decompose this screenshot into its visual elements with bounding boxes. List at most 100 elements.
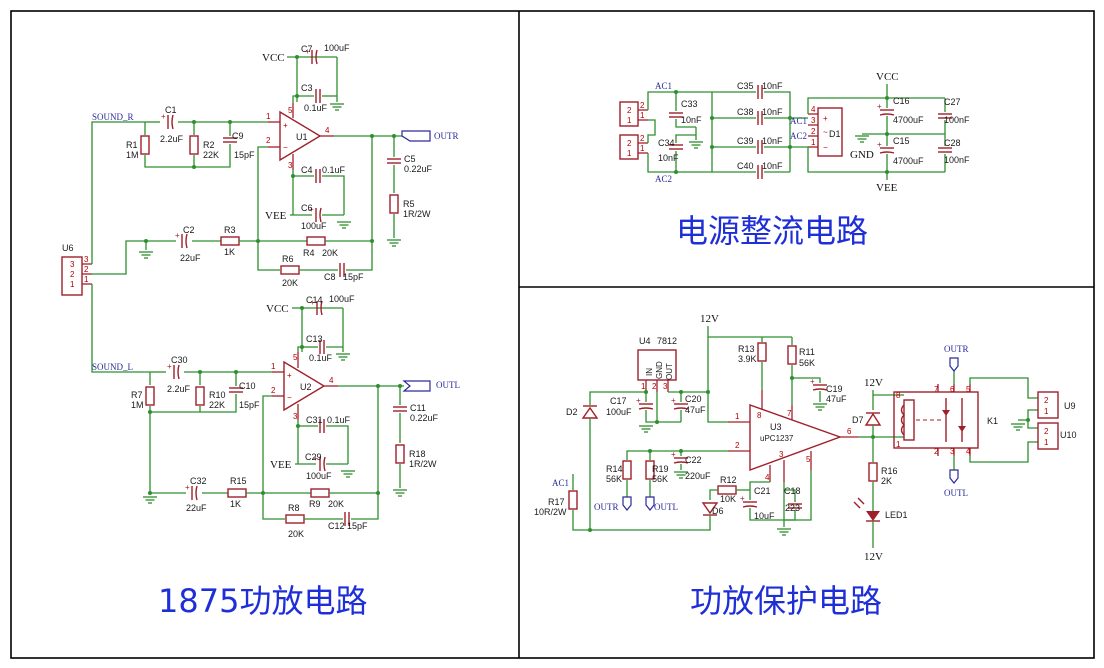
svg-text:1: 1	[641, 382, 646, 391]
svg-text:5: 5	[293, 353, 298, 362]
net-ac1-protect: AC1	[552, 478, 569, 488]
value-c21: 10uF	[754, 511, 775, 521]
opamp-u2: + − 1 2 4 5 3 U2	[271, 352, 338, 421]
label-r10: R10	[209, 390, 226, 400]
amp-panel: 3 2 1 3 2 1 U6 SOUND_R SOUND_L C1 2.2uF …	[61, 43, 460, 620]
svg-text:2: 2	[640, 134, 645, 143]
value-c6: 100uF	[301, 221, 327, 231]
label-r7: R7	[131, 390, 143, 400]
value-r9: 20K	[328, 499, 344, 509]
label-d2: D2	[566, 407, 578, 417]
value-c32: 22uF	[186, 503, 207, 513]
svg-text:2: 2	[652, 382, 657, 391]
svg-text:1: 1	[627, 149, 632, 158]
value-r12: 10K	[720, 494, 736, 504]
net-ac2-left: AC2	[655, 174, 672, 184]
svg-text:3: 3	[293, 412, 298, 421]
svg-text:2: 2	[627, 139, 632, 148]
protect-panel-title: 功放保护电路	[690, 582, 882, 620]
label-c30: C30	[171, 355, 188, 365]
svg-text:1: 1	[1044, 438, 1049, 447]
value-r7: 1M	[131, 400, 144, 410]
net-ac1-bridge: AC1	[790, 116, 807, 126]
connector-u6: 3 2 1 3 2 1 U6	[61, 243, 92, 296]
svg-text:+: +	[287, 371, 292, 380]
label-r11: R11	[799, 347, 815, 357]
label-r12: R12	[720, 475, 737, 485]
net-outl-relay: OUTL	[944, 488, 968, 498]
svg-text:3: 3	[811, 116, 816, 125]
value-c11: 0.22uF	[410, 413, 439, 423]
value-r14: 56K	[606, 474, 622, 484]
net-12v-bottom: 12V	[864, 551, 883, 563]
value-c30: 2.2uF	[167, 384, 191, 394]
net-outl-protect: OUTL	[654, 502, 678, 512]
svg-text:5: 5	[288, 106, 293, 115]
net-sound-l: SOUND_L	[92, 362, 133, 372]
svg-text:2: 2	[640, 101, 645, 110]
svg-text:2: 2	[70, 270, 75, 279]
bridge-rectifier-d1: 4 3 2 1 + ~ − D1	[808, 105, 843, 157]
label-d1: D1	[829, 129, 841, 139]
label-c40: C40	[737, 161, 754, 171]
value-c38: 10nF	[762, 107, 783, 117]
label-r8: R8	[288, 503, 300, 513]
value-c19: 47uF	[826, 394, 847, 404]
svg-text:2: 2	[271, 386, 276, 395]
svg-text:3: 3	[950, 447, 955, 456]
label-c7: C7	[301, 44, 313, 54]
net-vee-2: VEE	[270, 459, 292, 471]
svg-text:4: 4	[811, 105, 816, 114]
value-r16: 2K	[881, 476, 892, 486]
value-c12: 15pF	[347, 521, 368, 531]
value-c14: 100uF	[329, 294, 355, 304]
svg-text:2: 2	[934, 447, 939, 456]
value-c1: 2.2uF	[160, 134, 184, 144]
label-r18: R18	[409, 449, 426, 459]
label-r9: R9	[309, 499, 321, 509]
svg-text:2: 2	[627, 106, 632, 115]
label-c15: C15	[893, 136, 910, 146]
ic-u3: U3 uPC1237 1 2 6 8 7 4 3 5	[728, 390, 858, 482]
label-c3: C3	[301, 83, 313, 93]
value-r8: 20K	[288, 529, 304, 539]
label-u3: U3	[770, 422, 782, 432]
value-c9: 15pF	[234, 150, 255, 160]
label-c21: C21	[754, 486, 771, 496]
connector-ac-input-2: 2 1 2 1	[619, 134, 648, 160]
svg-text:1: 1	[735, 412, 740, 421]
connector-u9: 2 1 U9	[1037, 391, 1076, 419]
label-c27: C27	[944, 97, 961, 107]
net-vee-power: VEE	[876, 182, 898, 194]
svg-text:−: −	[287, 393, 292, 402]
value-u4: 7812	[657, 336, 677, 346]
svg-text:2: 2	[1044, 427, 1049, 436]
value-c10: 15pF	[239, 400, 260, 410]
svg-text:1: 1	[640, 111, 645, 120]
svg-text:2: 2	[811, 127, 816, 136]
label-r4: R4	[303, 248, 315, 258]
label-r5: R5	[403, 199, 415, 209]
value-c18: 223	[785, 503, 800, 513]
value-c28: 100nF	[944, 155, 970, 165]
svg-text:2: 2	[1044, 396, 1049, 405]
value-r10: 22K	[209, 400, 225, 410]
value-c33: 10nF	[681, 115, 702, 125]
label-c28: C28	[944, 138, 961, 148]
label-c1: C1	[165, 105, 177, 115]
net-gnd-power: GND	[850, 149, 874, 161]
svg-text:3: 3	[84, 255, 89, 264]
label-c16: C16	[893, 96, 910, 106]
value-c3: 0.1uF	[304, 103, 328, 113]
label-c4: C4	[301, 165, 313, 175]
label-r17: R17	[548, 497, 565, 507]
label-d6: D6	[712, 506, 724, 516]
net-sound-r: SOUND_R	[92, 112, 134, 122]
value-c4: 0.1uF	[322, 165, 346, 175]
net-outr-port: OUTR	[434, 131, 459, 141]
regulator-u4: IN GND OUT 1 2 3 U4 7812	[637, 336, 677, 392]
svg-text:1: 1	[640, 144, 645, 153]
value-c5: 0.22uF	[404, 164, 433, 174]
label-u2: U2	[300, 382, 312, 392]
svg-text:1: 1	[896, 440, 901, 449]
